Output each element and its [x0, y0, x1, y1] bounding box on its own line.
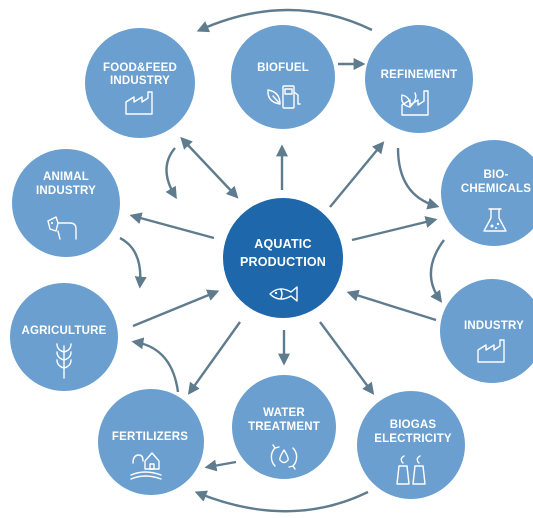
- factory-icon: [125, 91, 153, 115]
- arrow-food-center: [180, 136, 239, 199]
- plant-factory-icon: [400, 90, 429, 116]
- power-plant-icon: [396, 455, 426, 485]
- arrow-biogas-to-fert: [194, 490, 369, 513]
- wheat-icon: [56, 343, 72, 379]
- farmhouse-icon: [130, 452, 162, 480]
- cow-icon: [47, 216, 77, 240]
- animal-label-line1: ANIMAL: [43, 171, 89, 183]
- fuel-pump-leaf-icon: [267, 85, 301, 109]
- factory-icon: [477, 339, 505, 363]
- node-biogas-electricity: BIOGAS ELECTRICITY: [357, 391, 465, 499]
- arrow-center-to-animal: [129, 212, 215, 240]
- biochem-label-line2: CHEMICALS: [461, 183, 531, 195]
- arrow-refinement-to-biochem: [396, 147, 440, 210]
- arrow-biochem-to-industry: [429, 239, 445, 303]
- food-feed-label-line1: FOOD&FEED: [103, 62, 177, 74]
- node-industry: INDUSTRY: [440, 279, 533, 383]
- animal-label-line2: INDUSTRY: [36, 185, 96, 197]
- center-node-aquatic-production: AQUATIC PRODUCTION: [223, 198, 343, 318]
- water-label-line2: TREATMENT: [248, 421, 320, 433]
- arrow-center-to-biochem: [351, 216, 438, 242]
- arrow-water-to-fert: [204, 459, 237, 472]
- water-label-line1: WATER: [263, 407, 305, 419]
- arrow-food-to-animal: [165, 147, 177, 200]
- node-water-treatment: WATER TREATMENT: [232, 375, 336, 479]
- flask-icon: [483, 208, 507, 232]
- arrow-center-to-biogas: [319, 321, 375, 395]
- arrow-industry-to-center: [346, 289, 437, 322]
- agriculture-label: AGRICULTURE: [21, 325, 106, 337]
- center-label-line2: PRODUCTION: [240, 255, 326, 269]
- node-biofuel: BIOFUEL: [231, 25, 335, 129]
- biofuel-label: BIOFUEL: [257, 62, 309, 74]
- water-cycle-icon: [270, 444, 298, 470]
- biogas-label-line2: ELECTRICITY: [374, 433, 452, 445]
- fish-icon: [269, 286, 298, 302]
- node-fertilizers: FERTILIZERS: [98, 389, 204, 495]
- arrow-agri-to-center: [132, 289, 220, 328]
- arrow-animal-to-agri: [119, 236, 147, 289]
- node-agriculture: AGRICULTURE: [10, 283, 118, 391]
- biochem-label-line1: BIO-: [483, 169, 508, 181]
- center-label-line1: AQUATIC: [254, 237, 311, 251]
- node-food-feed-industry: FOOD&FEED INDUSTRY: [85, 28, 195, 138]
- industry-label: INDUSTRY: [464, 320, 524, 332]
- node-animal-industry: ANIMAL INDUSTRY: [12, 149, 120, 257]
- arrow-fert-to-agri: [131, 337, 180, 393]
- refinement-label: REFINEMENT: [381, 69, 458, 81]
- arrows: [119, 8, 445, 513]
- node-biochemicals: BIO- CHEMICALS: [441, 140, 533, 246]
- fertilizers-label: FERTILIZERS: [112, 431, 188, 443]
- arrow-refinement-to-food: [196, 8, 373, 33]
- food-feed-label-line2: INDUSTRY: [110, 75, 170, 87]
- arrow-center-to-fert: [187, 321, 241, 395]
- node-refinement: REFINEMENT: [365, 25, 473, 133]
- biogas-label-line1: BIOGAS: [390, 419, 437, 431]
- arrow-center-to-refinement: [329, 141, 385, 208]
